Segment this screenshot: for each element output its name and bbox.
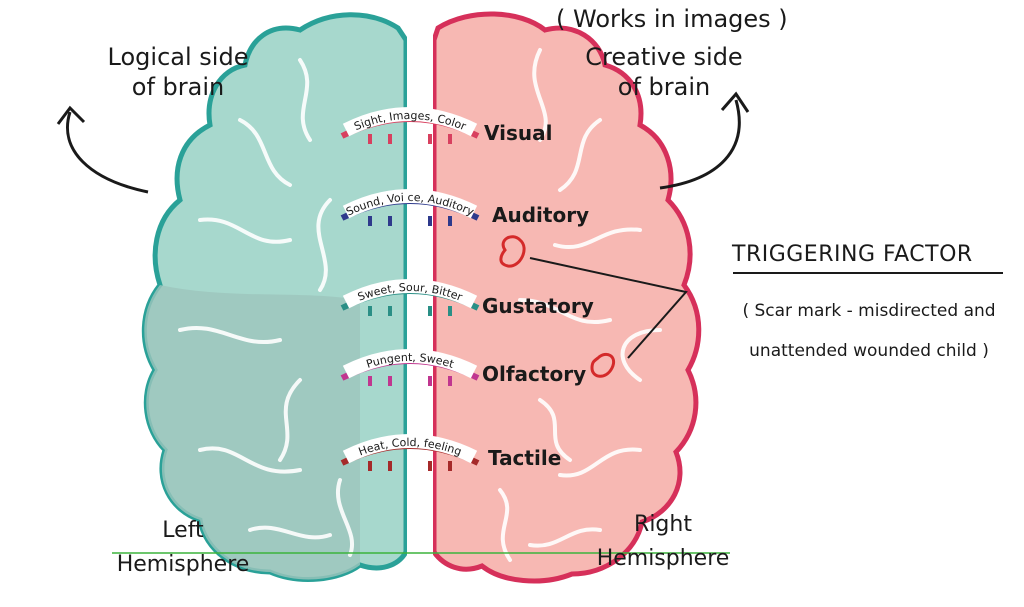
arc-support-visual-1 bbox=[388, 134, 392, 144]
left-hemisphere-label: Left Hemisphere bbox=[116, 518, 250, 577]
arc-support-olfactory-2 bbox=[428, 376, 432, 386]
arc-support-visual-3 bbox=[448, 134, 452, 144]
arc-support-auditory-2 bbox=[428, 216, 432, 226]
arc-support-olfactory-3 bbox=[448, 376, 452, 386]
arc-support-olfactory-1 bbox=[388, 376, 392, 386]
arc-support-gustatory-3 bbox=[448, 306, 452, 316]
right-side-arrow bbox=[659, 91, 750, 190]
sense-label-tactile: Tactile bbox=[488, 446, 562, 470]
arc-support-tactile-1 bbox=[388, 461, 392, 471]
works-in-images-note: ( Works in images ) bbox=[556, 5, 788, 33]
scar-mark-1 bbox=[499, 235, 526, 268]
right-gyri bbox=[498, 48, 662, 562]
sense-label-olfactory: Olfactory bbox=[482, 362, 587, 386]
left-hemisphere-shade bbox=[144, 285, 360, 580]
arc-support-tactile-3 bbox=[448, 461, 452, 471]
arc-plate-gustatory bbox=[342, 279, 478, 309]
sense-label-visual: Visual bbox=[484, 121, 553, 145]
triggering-factor-title: TRIGGERING FACTOR bbox=[732, 242, 973, 267]
arc-support-olfactory-0 bbox=[368, 376, 372, 386]
sense-label-gustatory: Gustatory bbox=[482, 294, 594, 318]
arc-support-auditory-1 bbox=[388, 216, 392, 226]
arc-plate-visual bbox=[342, 107, 478, 137]
left-gyri bbox=[178, 58, 354, 557]
right-hemisphere-label: Right Hemisphere bbox=[596, 512, 730, 571]
longitudinal-fissure bbox=[407, 20, 433, 580]
sense-label-auditory: Auditory bbox=[492, 203, 590, 227]
arc-support-gustatory-1 bbox=[388, 306, 392, 316]
arc-support-auditory-0 bbox=[368, 216, 372, 226]
trigger-connector bbox=[529, 257, 688, 359]
arc-support-gustatory-2 bbox=[428, 306, 432, 316]
arc-plate-olfactory bbox=[342, 349, 478, 379]
arc-support-tactile-0 bbox=[368, 461, 372, 471]
triggering-factor-description: ( Scar mark - misdirected and unattended… bbox=[742, 301, 996, 361]
arc-support-auditory-3 bbox=[448, 216, 452, 226]
creative-side-label: Creative side of brain bbox=[585, 43, 743, 101]
arc-plate-auditory bbox=[342, 189, 478, 219]
arc-plate-tactile bbox=[342, 434, 478, 464]
arc-support-visual-0 bbox=[368, 134, 372, 144]
arc-support-gustatory-0 bbox=[368, 306, 372, 316]
arc-support-visual-2 bbox=[428, 134, 432, 144]
left-side-arrow bbox=[56, 105, 149, 194]
scar-mark-2 bbox=[590, 352, 615, 378]
trigger-underline bbox=[733, 272, 1003, 274]
logical-side-label: Logical side of brain bbox=[107, 43, 249, 101]
right-hemisphere-shape bbox=[431, 11, 702, 584]
arc-support-tactile-2 bbox=[428, 461, 432, 471]
